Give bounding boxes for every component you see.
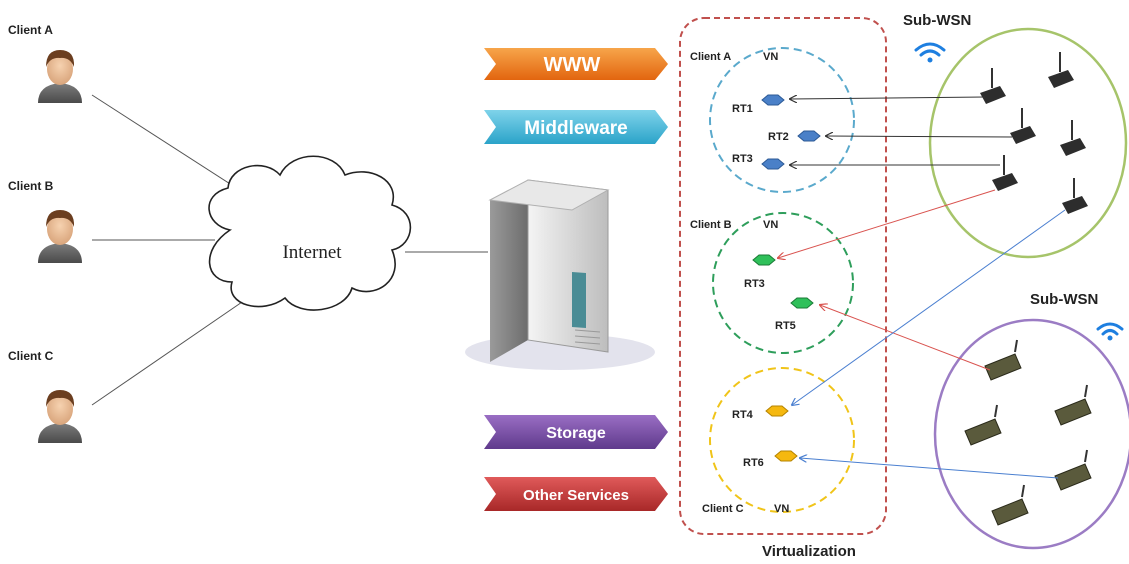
client-b: Client B xyxy=(8,179,82,263)
sensor-node-icon xyxy=(1048,52,1074,88)
node-label: RT5 xyxy=(775,320,796,332)
sensor-node-icon xyxy=(1054,384,1092,426)
node-label: RT2 xyxy=(768,131,789,143)
sub-wsn-1-label: Sub-WSN xyxy=(903,12,971,29)
wifi-icon xyxy=(1096,322,1124,341)
vn-c-client-label: Client C xyxy=(702,503,744,515)
sub-wsn-2-label: Sub-WSN xyxy=(1030,291,1098,308)
sensor-node-icon xyxy=(964,404,1002,446)
node-hex xyxy=(761,158,785,170)
node-hex xyxy=(774,450,798,462)
vn-a-client-label: Client A xyxy=(690,51,731,63)
node-label: RT4 xyxy=(732,409,754,421)
storage-label: Storage xyxy=(546,425,606,442)
server-icon xyxy=(465,179,655,370)
service-storage: Storage xyxy=(484,415,668,449)
arrow-rt6 xyxy=(800,458,1059,479)
service-www: WWW xyxy=(484,48,668,80)
person-icon xyxy=(38,390,82,443)
vn-c-label: VN xyxy=(774,503,789,515)
sensor-node-icon xyxy=(1010,108,1036,144)
sensor-node-icon xyxy=(992,155,1018,191)
arrow-rt2 xyxy=(826,136,1013,137)
mapping-arrows xyxy=(778,97,1066,479)
node-label: RT1 xyxy=(732,103,753,115)
arrow-rt3-b xyxy=(778,189,996,258)
vn-group-b: Client B VN RT3 RT5 xyxy=(690,212,854,354)
www-label: WWW xyxy=(544,54,601,76)
wifi-icon xyxy=(914,42,946,63)
middleware-label: Middleware xyxy=(524,118,627,139)
service-middleware: Middleware xyxy=(484,110,668,144)
sub-wsn-2: Sub-WSN xyxy=(933,291,1129,550)
other-services-label: Other Services xyxy=(523,487,629,504)
node-hex xyxy=(765,405,789,417)
node-label: RT3 xyxy=(744,278,765,290)
client-links xyxy=(91,94,488,406)
service-other: Other Services xyxy=(484,477,668,511)
arrow-rt4 xyxy=(792,209,1066,405)
virtualization-label: Virtualization xyxy=(762,543,856,560)
client-a-label: Client A xyxy=(8,23,53,37)
client-b-label: Client B xyxy=(8,179,54,193)
virtualization-box: Virtualization xyxy=(679,17,887,560)
node-hex xyxy=(790,297,814,309)
client-c: Client C xyxy=(8,349,82,443)
person-icon xyxy=(38,210,82,263)
vn-b-client-label: Client B xyxy=(690,219,732,231)
client-c-label: Client C xyxy=(8,349,54,363)
node-hex xyxy=(761,94,785,106)
sensor-node-icon xyxy=(980,68,1006,104)
sensor-node-icon xyxy=(1062,178,1088,214)
sensor-node-icon xyxy=(1054,449,1092,491)
sub-wsn-1: Sub-WSN xyxy=(903,12,1128,259)
arrow-rt5 xyxy=(820,305,991,371)
client-a: Client A xyxy=(8,23,82,103)
arrow-rt1 xyxy=(790,97,986,99)
vn-b-label: VN xyxy=(763,219,778,231)
node-label: RT3 xyxy=(732,153,753,165)
sensor-node-icon xyxy=(984,339,1022,381)
internet-label: Internet xyxy=(282,242,342,263)
sensor-node-icon xyxy=(991,484,1029,526)
node-hex xyxy=(797,130,821,142)
vn-group-c: Client C VN RT4 RT6 xyxy=(702,367,855,515)
node-hex xyxy=(752,254,776,266)
person-icon xyxy=(38,50,82,103)
node-label: RT6 xyxy=(743,457,764,469)
vn-a-label: VN xyxy=(763,51,778,63)
sensor-node-icon xyxy=(1060,120,1086,156)
vn-group-a: Client A VN RT1 RT2 RT3 xyxy=(690,47,855,193)
internet-cloud: Internet xyxy=(208,155,412,311)
